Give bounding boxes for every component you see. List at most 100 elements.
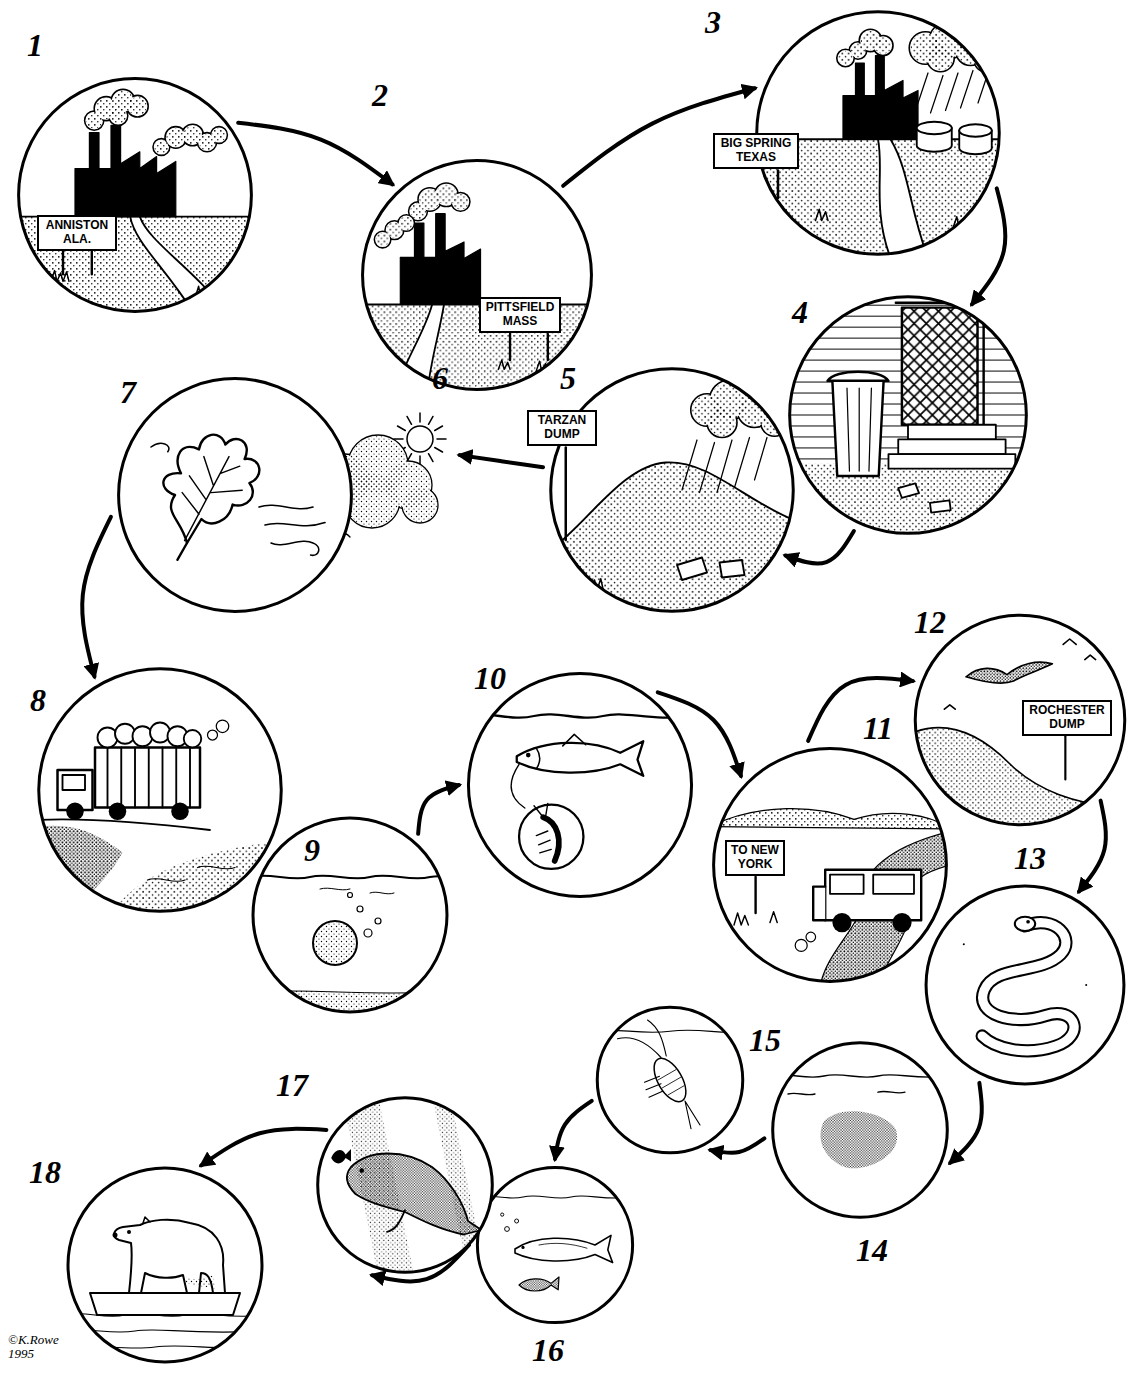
small-fish [519, 1277, 559, 1291]
sun [407, 426, 433, 452]
sun-ray [429, 416, 434, 424]
inset-circle [519, 805, 583, 869]
litter [930, 500, 951, 512]
wheel [832, 913, 851, 932]
van-body [825, 870, 921, 920]
scene-circle: 9 [250, 815, 450, 1015]
flow-arrow [418, 785, 459, 834]
cloud [403, 488, 437, 522]
seal-eye [360, 1168, 365, 1173]
sun-ray [437, 438, 446, 440]
step-number: 11 [863, 712, 893, 744]
bubble [364, 929, 372, 937]
scene-circle: 5TARZAN DUMP [547, 365, 797, 615]
trailer-bar [108, 748, 191, 808]
smoke [838, 51, 853, 66]
leaf-stem [177, 543, 187, 560]
scene-circle: 2PITTSFIELD MASS [359, 157, 595, 393]
smoke [376, 233, 390, 247]
scene-circle: 7 [115, 375, 355, 615]
road-edge [130, 217, 228, 315]
circle-outline [551, 369, 794, 612]
scene-drawing [359, 183, 595, 393]
factory [843, 56, 918, 140]
smoke [166, 128, 185, 147]
circle-ground [468, 673, 691, 896]
bubble [375, 918, 381, 924]
leader-line [511, 764, 525, 808]
circle-outline [318, 1098, 493, 1273]
fish-fin [536, 734, 585, 769]
ripple [320, 888, 394, 894]
scene-circle: 10 [465, 670, 695, 900]
scene-drawing [151, 435, 325, 560]
smoke [128, 97, 147, 116]
scene-drawing [15, 89, 255, 315]
flow-arrow [1079, 801, 1106, 892]
step-number: 1 [27, 29, 43, 61]
can-rib [847, 388, 871, 471]
eel [982, 923, 1074, 1051]
bubble [348, 893, 353, 898]
bear-nose [113, 1233, 118, 1238]
smoke [399, 216, 413, 230]
scene-circle: 14 [770, 1040, 950, 1220]
wheel [109, 803, 127, 821]
ground [15, 217, 255, 315]
sun-ray [435, 426, 443, 431]
trash-can [832, 381, 883, 476]
smoke [875, 37, 892, 54]
scene-circle: 4 [786, 293, 1030, 537]
scene-drawing [963, 917, 1087, 1051]
sign-post [565, 448, 568, 541]
circle-outline [926, 886, 1124, 1084]
rain-cloud [709, 409, 736, 436]
sun-ray [419, 413, 421, 422]
circle-ground [119, 379, 352, 612]
scene-illustration [786, 293, 1030, 537]
sun-ray [407, 416, 412, 424]
door-frame [896, 303, 984, 425]
scene-drawing [465, 714, 695, 869]
wave [770, 1075, 950, 1095]
step-number: 5 [560, 362, 576, 394]
van-hood [813, 887, 825, 921]
scene-drawing [331, 1095, 486, 1275]
circle-outline [468, 673, 691, 896]
drum [720, 560, 745, 578]
scene-illustration [250, 815, 450, 1015]
sign-text: PITTSFIELD MASS [485, 301, 555, 329]
rain-cloud [957, 37, 984, 64]
step-number: 3 [705, 6, 721, 38]
smoke [128, 97, 147, 116]
rain-cloud [928, 46, 953, 71]
smoke [154, 140, 168, 154]
litter [898, 483, 919, 498]
road-sign: TO NEW YORK [725, 840, 785, 876]
seal-flipper [387, 1210, 405, 1232]
rain-cloud [928, 46, 953, 71]
step-number: 15 [749, 1024, 781, 1056]
scene-illustration [770, 1040, 950, 1220]
exhaust [208, 730, 218, 740]
shrimp-leg [534, 803, 551, 852]
dump-hill [547, 462, 797, 615]
wheel [66, 803, 84, 821]
copepod [648, 1053, 693, 1107]
scene-drawing [786, 303, 1030, 537]
fish-eye [521, 1246, 524, 1249]
step [908, 425, 996, 440]
sign-text: TARZAN DUMP [533, 414, 591, 442]
flow-arrow [555, 1101, 592, 1159]
road [878, 139, 928, 258]
scene-drawing [710, 809, 950, 985]
scene-circle: 13 [923, 883, 1127, 1087]
circle-outline [773, 1043, 948, 1218]
circle-outline [915, 615, 1125, 825]
barrel [184, 730, 202, 748]
distant-bird [944, 639, 1095, 709]
road-sign: ROCHESTER DUMP [1022, 700, 1112, 736]
barrel [98, 728, 118, 748]
scene-drawing [250, 876, 450, 1015]
circle-outline [119, 379, 352, 612]
